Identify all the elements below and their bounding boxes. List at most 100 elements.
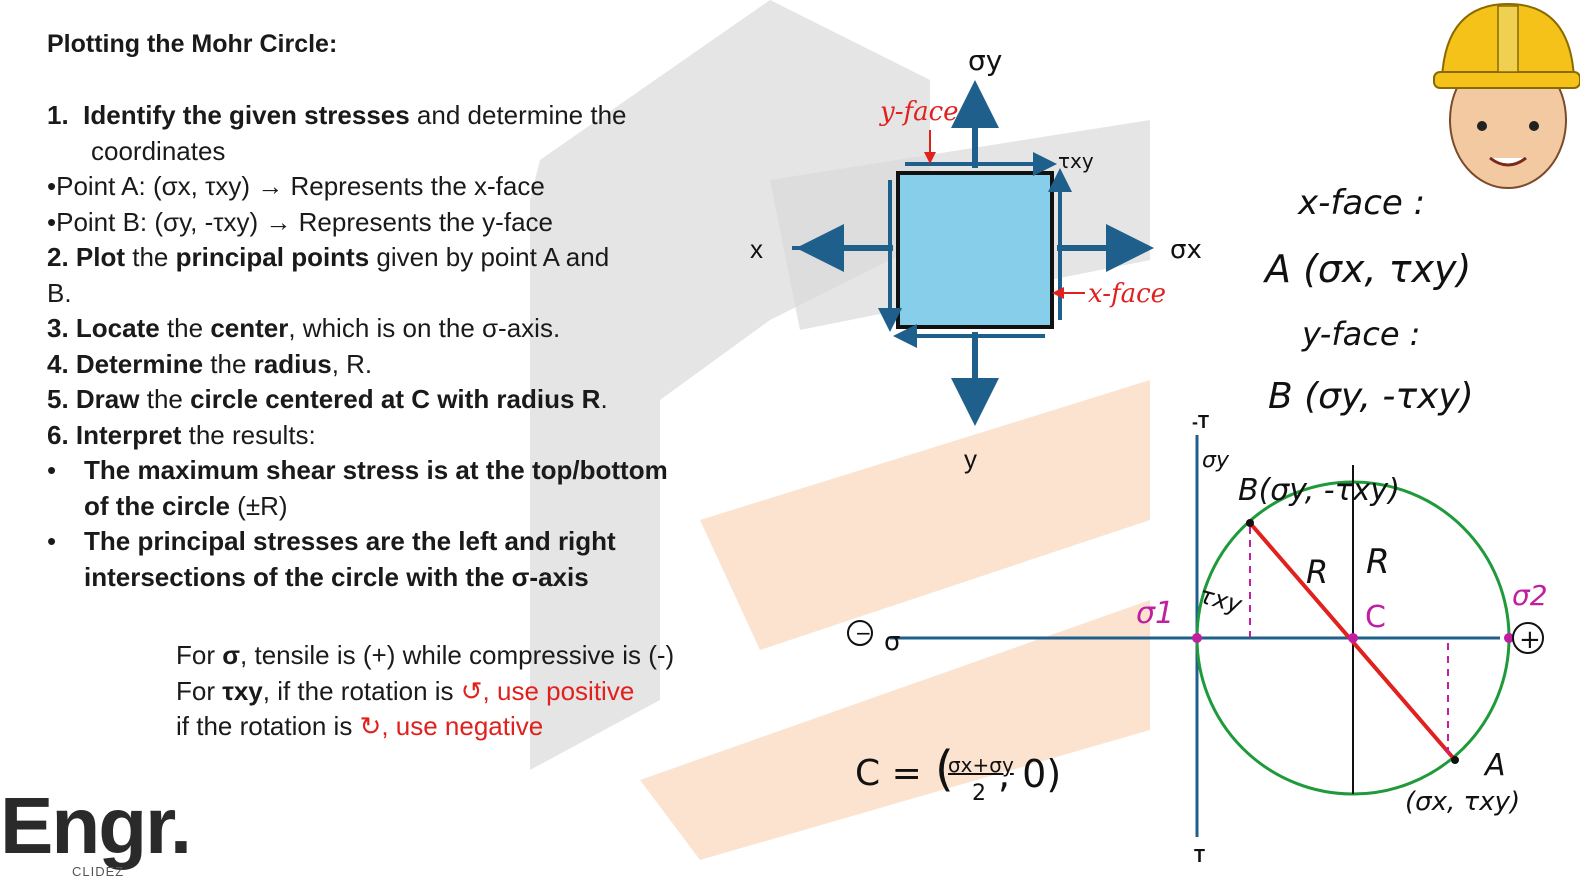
- bullet-2-text: The principal stresses are the left and …: [84, 526, 616, 592]
- step-4-bold: 4. Determine: [47, 348, 204, 379]
- bullet-max-shear: • The maximum shear stress is at the top…: [47, 453, 747, 524]
- center-formula-eq: C =: [855, 753, 922, 794]
- center-formula-zero: , 0): [998, 752, 1061, 796]
- note-2-red: ↺, use positive: [460, 675, 635, 706]
- step-4-bold-b: radius: [253, 348, 332, 379]
- step-3-bold-b: center: [210, 313, 289, 343]
- engr-logo: Engr.: [0, 780, 192, 872]
- step-5-text-b: .: [600, 384, 608, 414]
- handwritten-notes: x-face : A (σx, τxy) y-face : B (σy, -τx…: [1262, 183, 1474, 417]
- note-2-c: , if the rotation is: [262, 675, 461, 706]
- center-label: C: [1365, 600, 1386, 635]
- center-formula: C = ( σx+σy 2 , 0): [855, 741, 1061, 806]
- radius-label-vertical: R: [1366, 542, 1390, 582]
- bullet-mark: •: [47, 455, 57, 485]
- bullet-1-text: The maximum shear stress is at the top/b…: [84, 455, 668, 521]
- step-2-text-a: the: [125, 242, 176, 272]
- point-a-dot: [1451, 756, 1459, 764]
- sigma-x-label: σx: [1170, 235, 1202, 265]
- sigma1-dot: [1192, 633, 1202, 643]
- mohr-circle-diagram: -T T − σ + σ1 σ2 C R R τxy σy B(σy, -τxy…: [847, 412, 1548, 866]
- minus-sign: −: [855, 621, 872, 645]
- tau-xy-label: τxy: [1058, 149, 1094, 173]
- step-3-text-a: the: [159, 313, 211, 343]
- page-title: Plotting the Mohr Circle:: [47, 30, 338, 58]
- center-formula-denominator: 2: [972, 781, 986, 806]
- logo-text: Engr.: [0, 781, 192, 870]
- plus-circle: [1512, 622, 1544, 654]
- note-3-a: if the rotation is: [176, 711, 360, 741]
- step-2-text-b: given by point A and: [369, 242, 610, 272]
- stress-element-diagram: σy τxy σx x y y-face x-face: [750, 44, 1202, 474]
- step-1: 1. Identify the given stresses and deter…: [47, 98, 747, 134]
- point-b-label: B(σy, -τxy): [1238, 473, 1400, 508]
- sigma-y-tick-label: σy: [1202, 448, 1230, 473]
- step-2-continued: B.: [47, 277, 72, 308]
- hand-point-b: B (σy, -τxy): [1268, 376, 1474, 417]
- step-3-bold: 3. Locate: [47, 313, 160, 343]
- stress-element-square: [896, 171, 1054, 329]
- engineer-avatar: [1433, 2, 1580, 189]
- bullet-principal-stresses: • The principal stresses are the left an…: [47, 524, 747, 595]
- sigma2-label: σ2: [1512, 579, 1548, 612]
- step-4-text-a: the: [203, 348, 254, 379]
- minus-circle: [847, 620, 873, 646]
- sign-convention-notes: For σ, tensile is (+) while compressive …: [176, 638, 674, 745]
- y-axis-label: y: [964, 444, 977, 474]
- sigma2-dot: [1504, 633, 1514, 643]
- step-6: 6. Interpret the results:: [47, 418, 747, 454]
- note-1-c: , tensile is (+) while compressive is (-…: [240, 640, 675, 670]
- sigma-axis-label: σ: [884, 627, 900, 657]
- hand-xface-label: x-face :: [1297, 183, 1425, 223]
- hand-yface-label: y-face :: [1301, 315, 1420, 353]
- note-2-b: τxy: [222, 675, 263, 706]
- neg-tau-label: -T: [1192, 412, 1209, 432]
- note-sigma: For σ, tensile is (+) while compressive …: [176, 638, 674, 674]
- pos-tau-label: T: [1194, 846, 1205, 866]
- center-formula-numerator: σx+σy: [948, 753, 1014, 777]
- center-dot: [1348, 633, 1358, 643]
- step-2: 2. Plot the principal points given by po…: [47, 240, 747, 276]
- y-face-label: y-face: [879, 97, 959, 127]
- step-4-text-b: , R.: [331, 348, 373, 379]
- note-1-b: σ: [222, 640, 241, 670]
- hand-point-a: A (σx, τxy): [1262, 247, 1471, 291]
- note-tau-positive: For τxy, if the rotation is ↺, use posit…: [176, 674, 674, 710]
- point-a-line: •Point A: (σx, τxy) → Represents the x-f…: [47, 171, 545, 201]
- note-2-a: For: [176, 675, 223, 706]
- step-6-text: the results:: [181, 419, 316, 450]
- radius-label-diagonal: R: [1306, 553, 1328, 591]
- step-2-bold-b: principal points: [175, 242, 370, 272]
- tau-xy-hand-label: τxy: [1196, 581, 1245, 619]
- step-1-number: 1.: [47, 100, 69, 130]
- step-1-bold: Identify the given stresses: [83, 100, 410, 130]
- step-5-text-a: the: [139, 384, 191, 414]
- plus-sign: +: [1519, 625, 1541, 655]
- note-tau-negative: if the rotation is ↻, use negative: [176, 709, 674, 745]
- point-a-label: A: [1483, 748, 1506, 783]
- formula-open-paren: (: [935, 741, 954, 797]
- note-3-red: ↻, use negative: [359, 711, 544, 741]
- step-3-text-b: , which is on the σ-axis.: [288, 313, 561, 343]
- bullet-mark: •: [47, 526, 57, 556]
- point-a-coords: (σx, τxy): [1405, 787, 1520, 817]
- sigma-y-label: σy: [968, 44, 1002, 77]
- step-5: 5. Draw the circle centered at C with ra…: [47, 382, 747, 418]
- step-5-bold-b: circle centered at C with radius R: [190, 384, 601, 414]
- bullet-1-tail: (±R): [229, 490, 288, 521]
- sigma1-label: σ1: [1136, 596, 1174, 631]
- note-1-a: For: [176, 640, 223, 670]
- point-b-dot: [1246, 519, 1254, 527]
- step-1-continued: coordinates: [91, 135, 226, 166]
- step-2-bold: 2. Plot: [47, 242, 126, 272]
- x-axis-label: x: [750, 234, 763, 264]
- step-3: 3. Locate the center, which is on the σ-…: [47, 311, 747, 347]
- logo-subtitle: CLIDEZ: [72, 864, 125, 879]
- step-5-bold: 5. Draw: [47, 384, 140, 414]
- steps-list: 1. Identify the given stresses and deter…: [47, 98, 747, 595]
- step-4: 4. Determine the radius, R.: [47, 347, 747, 383]
- x-face-label: x-face: [1088, 279, 1166, 309]
- step-6-bold: 6. Interpret: [47, 419, 182, 450]
- point-b-line: •Point B: (σy, -τxy) → Represents the y-…: [47, 206, 553, 237]
- step-1-text: and determine the: [409, 100, 627, 130]
